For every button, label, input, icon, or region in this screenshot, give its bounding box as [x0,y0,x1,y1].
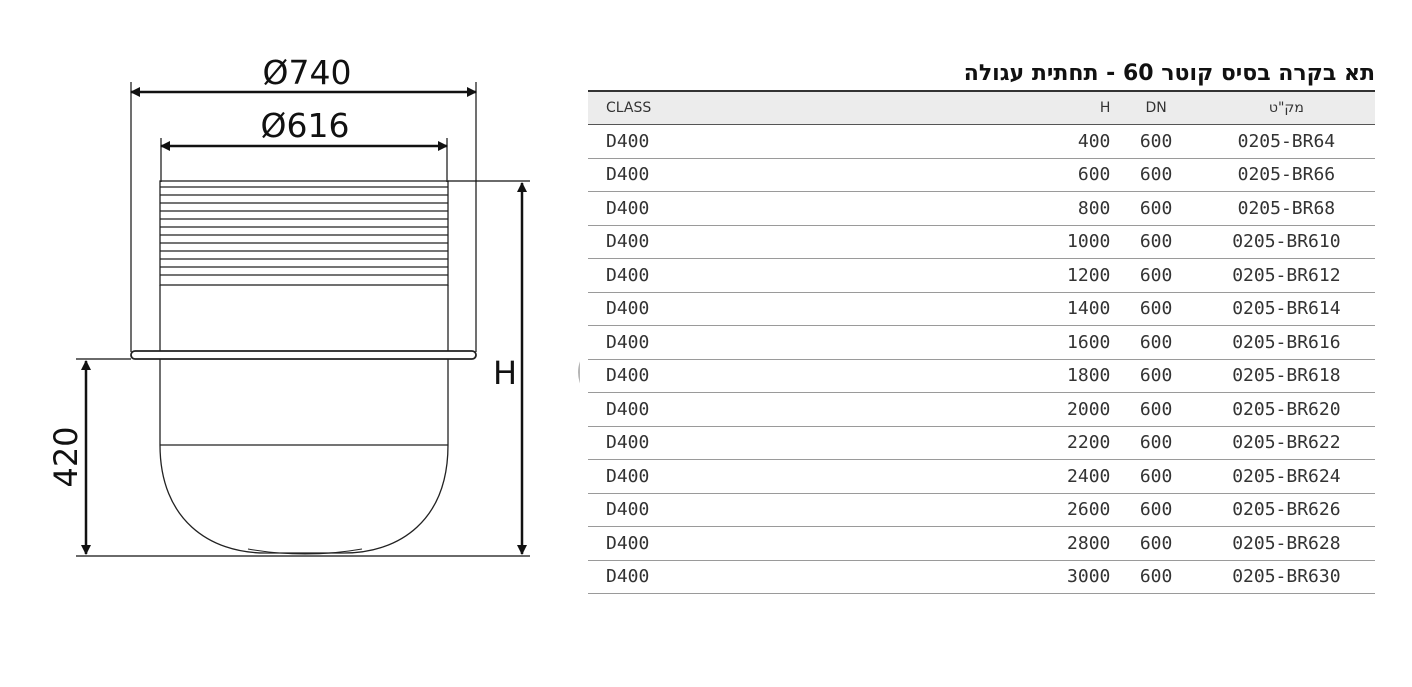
page-title: תא בקרה בסיס קוטר 60 - תחתית עגולה [588,58,1375,92]
inner-diameter-label: Ø616 [261,106,350,145]
cell-code: 0205-BR618 [1197,359,1375,393]
cell-h: 1600 [815,325,1115,360]
cell-class: D400 [588,493,816,527]
cell-dn: 600 [1114,526,1198,561]
cell-h: 2200 [815,426,1115,460]
cell-code: 0205-BR630 [1197,560,1375,594]
cell-code: 0205-BR614 [1197,292,1375,326]
cell-code: 0205-BR626 [1197,493,1375,527]
cell-h: 600 [815,158,1115,192]
chamber-body [130,180,477,555]
cell-dn: 600 [1114,359,1198,393]
cell-dn: 600 [1114,426,1198,460]
cell-h: 1800 [815,359,1115,393]
technical-drawing: Ø740 Ø616 [47,53,580,557]
cell-code: 0205-BR68 [1197,191,1375,226]
cell-class: D400 [588,258,816,293]
cell-code: 0205-BR620 [1197,392,1375,427]
cell-dn: 600 [1114,258,1198,293]
cell-h: 1200 [815,258,1115,293]
cell-dn: 600 [1114,225,1198,259]
cell-class: D400 [588,392,816,427]
cell-dn: 600 [1114,459,1198,494]
cell-dn: 600 [1114,292,1198,326]
header-h: H [815,92,1115,125]
cell-code: 0205-BR64 [1197,124,1375,159]
cell-code: 0205-BR616 [1197,325,1375,360]
cell-class: D400 [588,325,816,360]
edge-mark [578,361,580,384]
cell-code: 0205-BR628 [1197,526,1375,561]
cell-dn: 600 [1114,191,1198,226]
outer-diameter-dimension: Ø740 [130,53,477,352]
cell-code: 0205-BR624 [1197,459,1375,494]
cell-h: 400 [815,124,1115,159]
header-code: מק"ט [1197,92,1375,125]
height-label: H [493,354,517,392]
cell-class: D400 [588,459,816,494]
cell-code: 0205-BR622 [1197,426,1375,460]
cell-h: 1000 [815,225,1115,259]
cell-code: 0205-BR610 [1197,225,1375,259]
height-dimension: H [448,180,530,555]
header-class: CLASS [588,92,816,125]
cell-class: D400 [588,191,816,226]
cell-class: D400 [588,225,816,259]
cell-class: D400 [588,158,816,192]
cell-dn: 600 [1114,325,1198,360]
header-dn: DN [1114,92,1198,125]
product-table-section: תא בקרה בסיס קוטר 60 - תחתית עגולה CLASS… [588,58,1375,594]
cell-dn: 600 [1114,392,1198,427]
cell-class: D400 [588,292,816,326]
cell-code: 0205-BR612 [1197,258,1375,293]
cell-dn: 600 [1114,493,1198,527]
table-header-row: CLASS H DN מק"ט [588,92,1375,125]
cell-class: D400 [588,359,816,393]
base-height-dimension: 420 [47,358,530,557]
cell-class: D400 [588,526,816,561]
cell-h: 2800 [815,526,1115,561]
cell-code: 0205-BR66 [1197,158,1375,192]
cell-dn: 600 [1114,560,1198,594]
cell-class: D400 [588,124,816,159]
cell-dn: 600 [1114,124,1198,159]
cell-h: 800 [815,191,1115,226]
cell-h: 1400 [815,292,1115,326]
base-height-label: 420 [47,426,85,487]
cell-class: D400 [588,426,816,460]
cell-h: 3000 [815,560,1115,594]
cell-dn: 600 [1114,158,1198,192]
inner-diameter-dimension: Ø616 [160,106,448,182]
cell-class: D400 [588,560,816,594]
outer-diameter-label: Ø740 [263,53,352,92]
cell-h: 2400 [815,459,1115,494]
cell-h: 2600 [815,493,1115,527]
cell-h: 2000 [815,392,1115,427]
ribs [160,186,448,276]
